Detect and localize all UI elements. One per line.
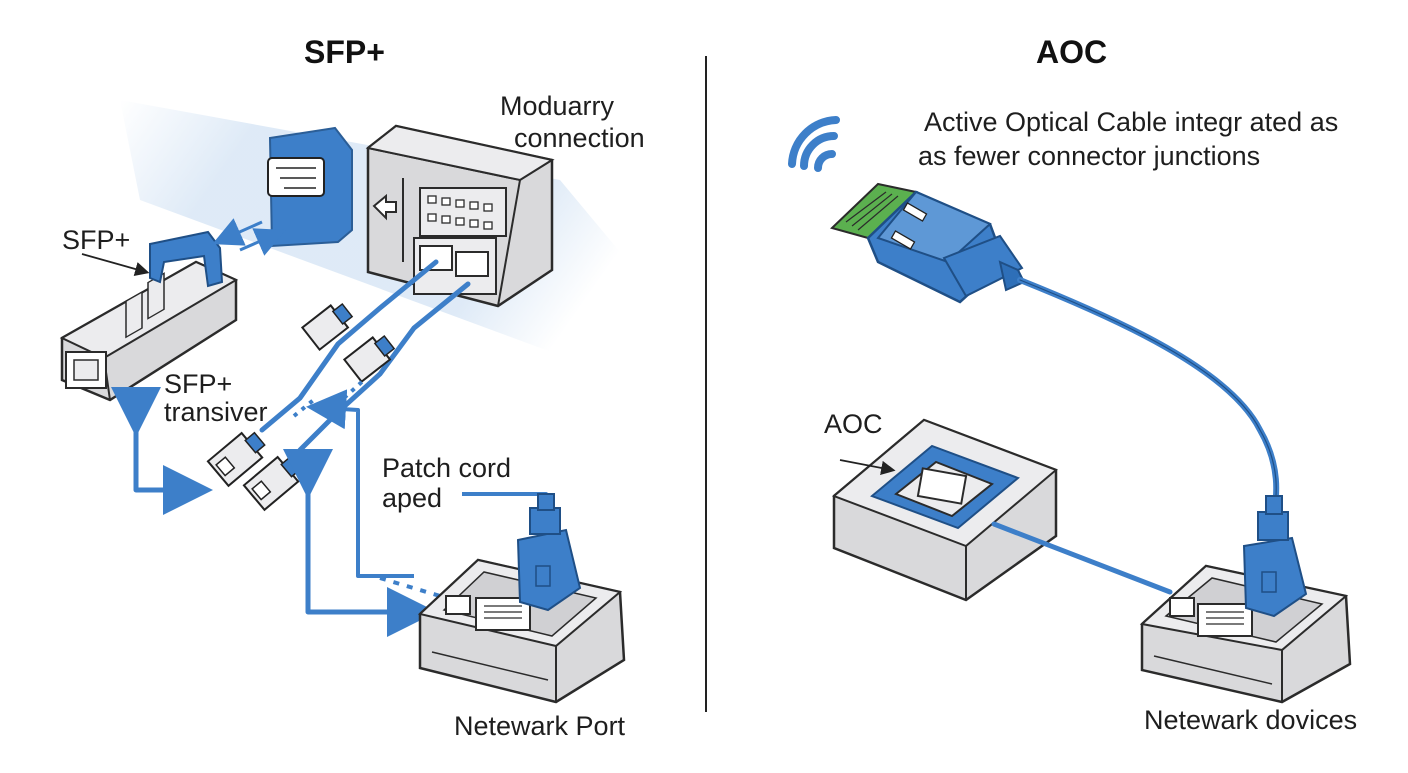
- sfp-label: SFP+: [62, 225, 131, 255]
- transfer-arrow-left: [212, 218, 263, 246]
- network-devices-label: Netewark dovices: [1144, 705, 1358, 735]
- network-devices-box: [1139, 495, 1352, 704]
- sfp-transceiver-label-2: transiver: [164, 397, 268, 427]
- aoc-pointer: [839, 459, 896, 476]
- wall-socket: [267, 126, 353, 248]
- modular-connection-box: [365, 124, 555, 308]
- aoc-caption-line-2: as fewer connector junctions: [918, 141, 1261, 171]
- aoc-cable: [1017, 277, 1280, 517]
- aoc-connector-head: [830, 182, 1026, 304]
- network-port-device: [417, 493, 626, 704]
- sfp-module: [59, 230, 239, 402]
- sfp-transceiver-label-1: SFP+: [164, 369, 233, 399]
- sfp-pointer: [81, 253, 150, 277]
- modular-connection-label-2: connection: [514, 123, 645, 153]
- transfer-arrow-right: [239, 228, 286, 256]
- network-port-label: Netewark Port: [454, 711, 626, 741]
- dotted-link-2: [342, 378, 366, 400]
- patch-cord-label-1: Patch cord: [382, 453, 512, 483]
- patch-cord-label-2: aped: [382, 483, 443, 513]
- aoc-caption-line-1: Active Optical Cable integr ated as: [924, 107, 1339, 137]
- modular-connection-label-1: Moduarry: [500, 91, 615, 121]
- aoc-box-device: [832, 418, 1058, 602]
- sfp-panel-title: SFP+: [304, 34, 385, 70]
- aoc-label: AOC: [824, 409, 883, 439]
- aoc-link-cable: [991, 521, 1173, 595]
- wireless-signal-icon: [788, 116, 840, 172]
- dotted-link: [292, 396, 318, 418]
- aoc-panel-title: AOC: [1036, 34, 1108, 70]
